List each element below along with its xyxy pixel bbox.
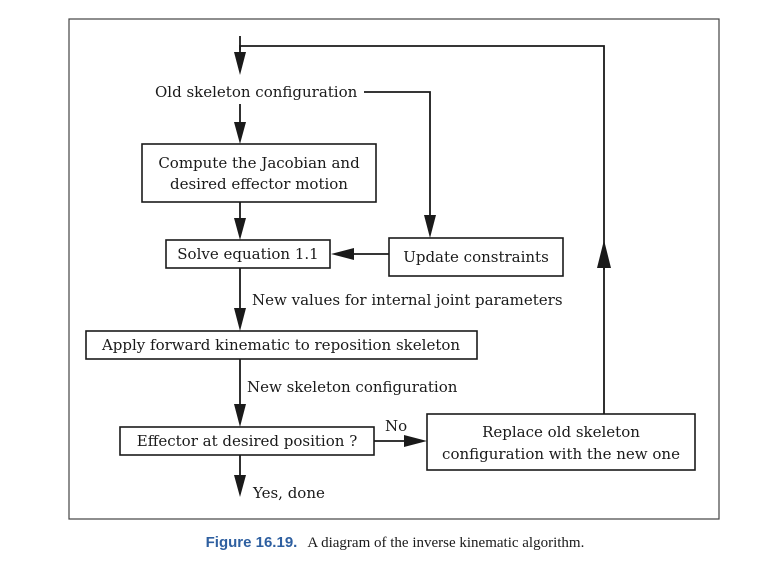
- update-down-arrowhead: [424, 215, 436, 238]
- entry-arrowhead: [234, 52, 246, 75]
- effector-label: Effector at desired position ?: [137, 432, 357, 450]
- figure-caption-text: A diagram of the inverse kinematic algor…: [307, 535, 584, 551]
- solve-label: Solve equation 1.1: [177, 245, 318, 263]
- no-branch-arrowhead: [404, 435, 427, 447]
- old-config-to-update-line: [364, 91, 431, 220]
- apply-forward-kinematic-box: [85, 330, 478, 360]
- figure-caption: Figure 16.19. A diagram of the inverse ki…: [206, 534, 585, 551]
- update-to-solve-arrowhead: [331, 248, 354, 260]
- replace-line2: configuration with the new one: [442, 445, 680, 463]
- no-label: No: [385, 417, 407, 435]
- compute-jacobian-box: [141, 143, 377, 203]
- compute-arrowhead: [234, 122, 246, 144]
- replace-line1: Replace old skeleton: [482, 423, 640, 441]
- update-label: Update constraints: [403, 248, 549, 266]
- yes-branch-arrowhead: [234, 475, 246, 497]
- effector-arrowhead: [234, 404, 246, 427]
- old-config-label: Old skeleton configuration: [155, 83, 358, 101]
- yes-done-label: Yes, done: [252, 484, 325, 502]
- solve-arrowhead: [234, 218, 246, 240]
- new-config-label: New skeleton configuration: [247, 378, 458, 396]
- solve-equation-box: [165, 239, 331, 269]
- figure-number: Figure 16.19.: [206, 534, 298, 551]
- apply-label: Apply forward kinematic to reposition sk…: [101, 336, 460, 354]
- compute-line1: Compute the Jacobian and: [158, 154, 360, 172]
- replace-skeleton-box: [426, 413, 696, 471]
- feedback-up-arrowhead: [597, 240, 611, 268]
- compute-line2: desired effector motion: [170, 175, 348, 193]
- new-values-label: New values for internal joint parameters: [252, 291, 563, 309]
- update-constraints-box: [388, 237, 564, 277]
- apply-arrowhead: [234, 308, 246, 331]
